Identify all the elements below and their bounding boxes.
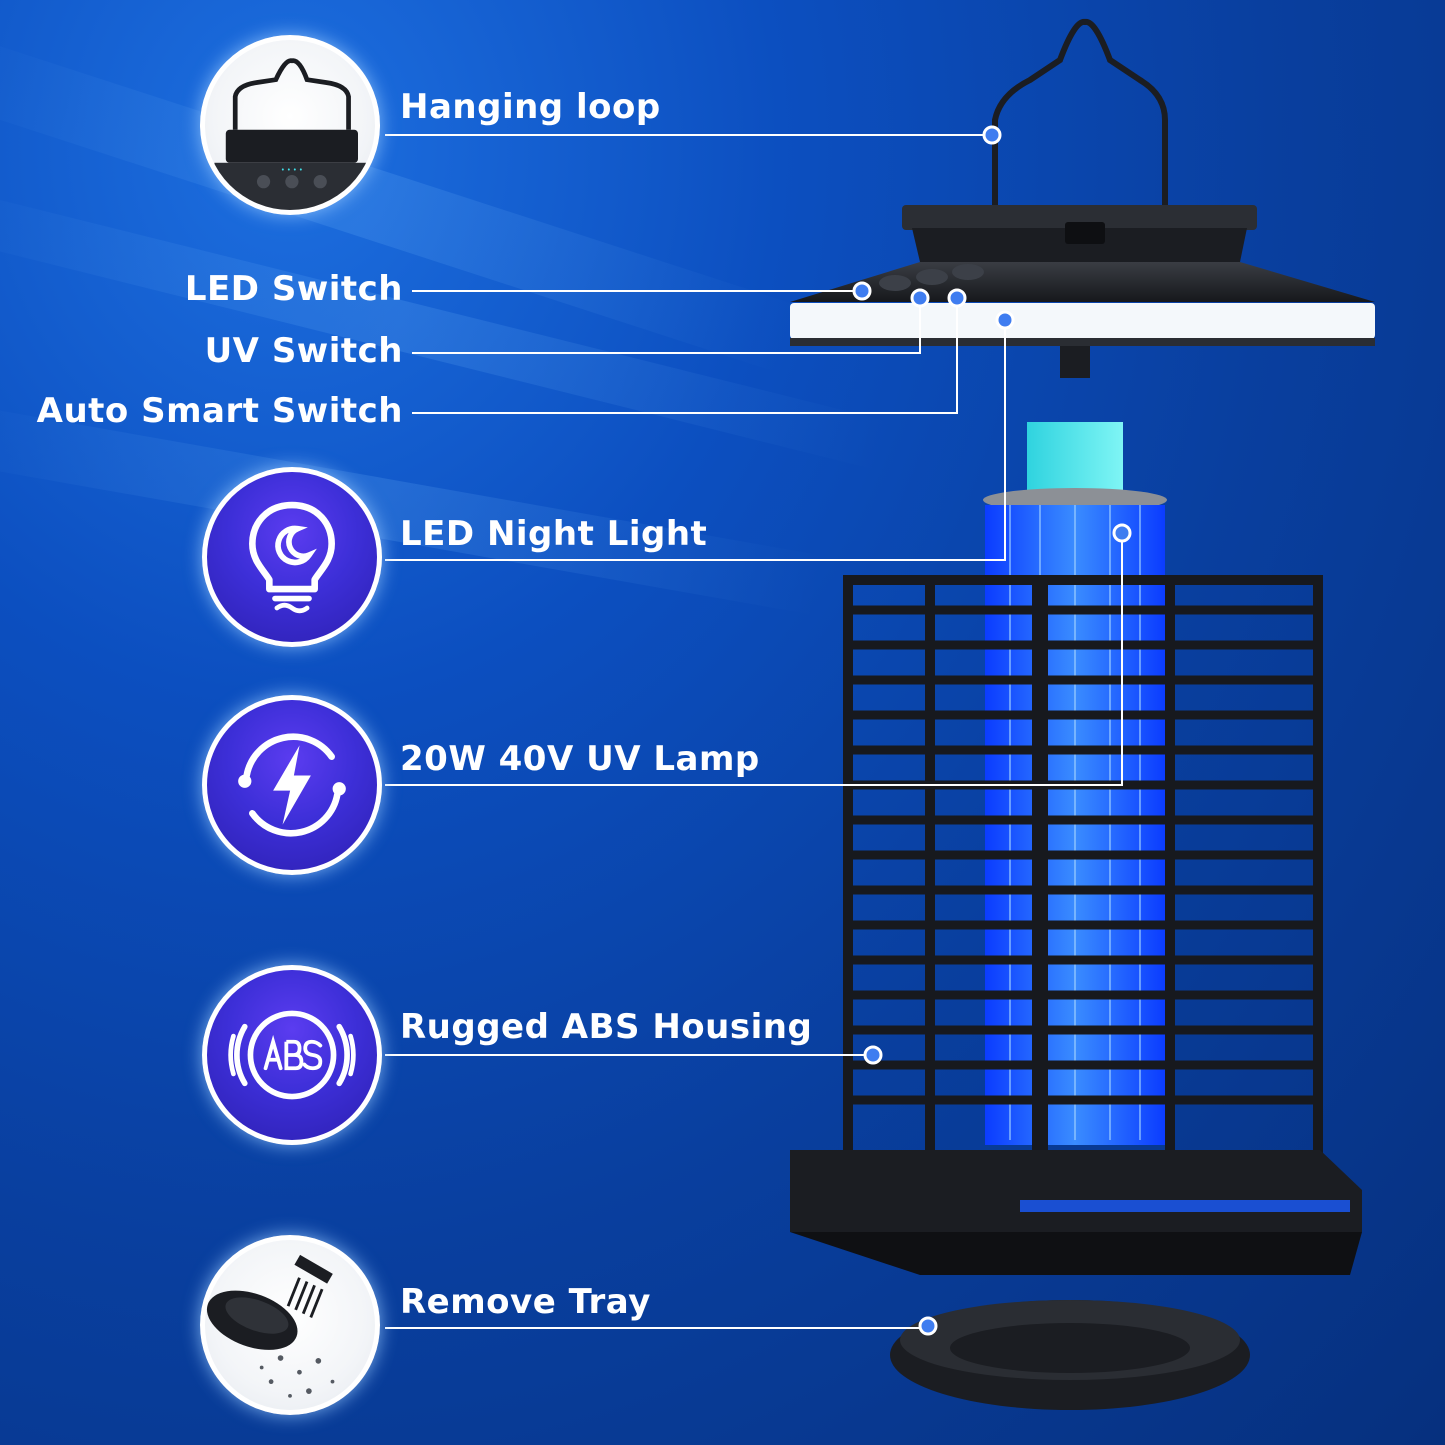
cage-bars xyxy=(848,605,1318,1105)
base xyxy=(790,1150,1362,1232)
label-led-night-light: LED Night Light xyxy=(400,514,708,554)
label-abs-housing: Rugged ABS Housing xyxy=(400,1007,813,1047)
led-night-light-badge xyxy=(202,467,382,647)
indicator-dots: • • • • xyxy=(281,166,303,174)
tray-brush-icon xyxy=(206,1254,335,1398)
bulb-moon-icon xyxy=(249,501,335,614)
leader-lines xyxy=(385,134,1123,1329)
abs-housing-badge xyxy=(202,965,382,1145)
label-auto-smart-switch: Auto Smart Switch xyxy=(36,391,403,431)
abs-icon xyxy=(228,1010,356,1100)
lamp-shade xyxy=(790,262,1375,302)
label-uv-lamp: 20W 40V UV Lamp xyxy=(400,739,760,779)
label-hanging-loop: Hanging loop xyxy=(400,87,661,127)
hanging-wire xyxy=(992,19,1168,243)
label-led-switch: LED Switch xyxy=(184,269,403,309)
label-remove-tray: Remove Tray xyxy=(400,1282,651,1322)
top-cap-body xyxy=(912,228,1247,262)
uv-lamp-badge xyxy=(202,695,382,875)
lightning-cycle-icon xyxy=(238,733,346,837)
label-uv-switch: UV Switch xyxy=(204,331,403,371)
callout-dots xyxy=(852,125,1132,1336)
hanging-loop-icon: • • • • xyxy=(214,58,371,210)
led-ring xyxy=(790,303,1375,339)
remove-tray-photo xyxy=(200,1235,380,1415)
led-night-light xyxy=(1027,422,1123,500)
top-cap xyxy=(902,205,1257,230)
hanging-loop-photo: • • • • xyxy=(200,35,380,215)
